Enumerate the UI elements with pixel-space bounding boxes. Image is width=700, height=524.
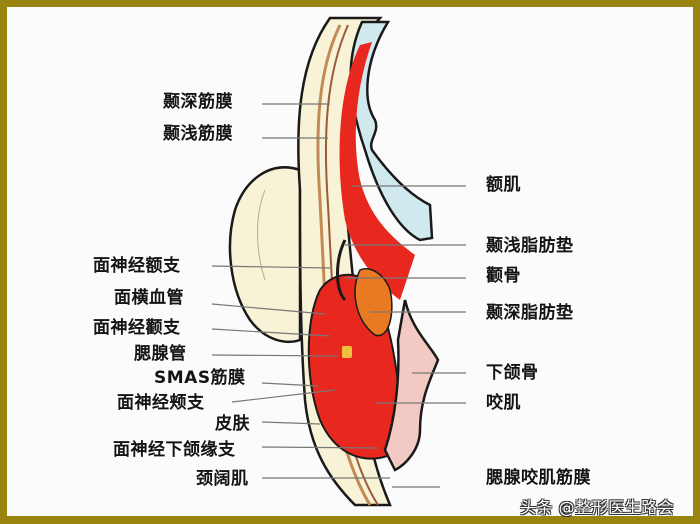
label-skin: 皮肤 xyxy=(215,414,250,434)
label-deep-temporal-fat-pad: 颞深脂肪垫 xyxy=(486,303,574,323)
label-mandible: 下颌骨 xyxy=(486,363,539,383)
label-parotid-masseteric-fascia: 腮腺咬肌筋膜 xyxy=(486,468,591,488)
label-deep-temporal-fascia: 颞深筋膜 xyxy=(163,92,233,112)
label-transverse-facial-vessels: 面横血管 xyxy=(114,288,184,308)
label-facial-nerve-buccal-branch: 面神经颊支 xyxy=(117,393,205,413)
label-facial-nerve-marginal-mandibular-branch: 面神经下颌缘支 xyxy=(113,440,236,460)
label-platysma: 颈阔肌 xyxy=(196,469,249,489)
label-facial-nerve-zygomatic-branch: 面神经颧支 xyxy=(93,318,181,338)
mandible xyxy=(383,299,440,472)
label-zygomatic-bone: 颧骨 xyxy=(486,266,521,286)
watermark: 头条 @整形医生路会 xyxy=(520,498,675,517)
label-superficial-temporal-fat-pad: 颞浅脂肪垫 xyxy=(486,236,574,256)
label-masseter: 咬肌 xyxy=(486,393,521,413)
frontal-bone xyxy=(349,20,434,242)
anatomy-illustration xyxy=(211,16,466,507)
leader-lines-right xyxy=(345,185,466,488)
label-smas-fascia: SMAS筋膜 xyxy=(154,368,246,388)
diagram-canvas xyxy=(7,7,693,516)
label-facial-nerve-frontal-branch: 面神经额支 xyxy=(93,256,181,276)
ear-shape xyxy=(228,166,302,344)
fat-pad xyxy=(354,268,393,337)
label-superficial-temporal-fascia: 颞浅筋膜 xyxy=(163,124,233,144)
label-frontalis: 额肌 xyxy=(486,175,521,195)
label-parotid-duct: 腮腺管 xyxy=(134,344,187,364)
leader-lines-left xyxy=(211,103,390,479)
temporalis-muscle xyxy=(339,42,415,300)
